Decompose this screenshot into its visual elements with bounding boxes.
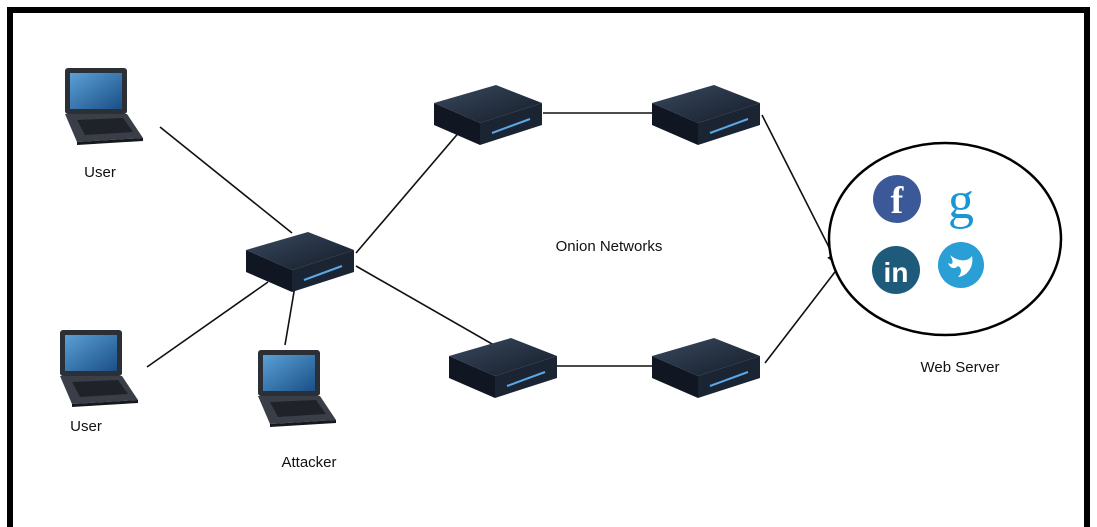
svg-text:f: f: [891, 180, 905, 222]
attacker-label: Attacker: [281, 454, 336, 471]
onion-networks-label: Onion Networks: [556, 238, 663, 255]
link-user-bottom-to-entry: [146, 281, 269, 368]
link-exit-bottom-to-server: [764, 267, 839, 364]
linkedin-icon: in: [872, 246, 920, 294]
web-server-label: Web Server: [921, 359, 1000, 376]
swift-icon: [938, 242, 984, 288]
link-attacker-to-entry: [284, 285, 296, 346]
link-user-top-to-entry: [159, 126, 293, 234]
router-icon: [245, 231, 355, 293]
web-server-boundary: [827, 141, 1063, 337]
router-icon: [433, 84, 543, 146]
svg-text:in: in: [884, 257, 909, 288]
link-exit-top-to-server: [761, 114, 839, 267]
laptop-icon: [258, 350, 336, 427]
user-top-label: User: [84, 164, 116, 181]
user-bottom-label: User: [70, 418, 102, 435]
facebook-icon: f: [873, 175, 921, 223]
laptop-icon: [60, 330, 138, 407]
google-icon: g: [948, 173, 974, 230]
laptop-icon: [65, 68, 143, 145]
router-icon: [651, 84, 761, 146]
svg-text:g: g: [948, 173, 974, 230]
router-icon: [448, 337, 558, 399]
router-icon: [651, 337, 761, 399]
